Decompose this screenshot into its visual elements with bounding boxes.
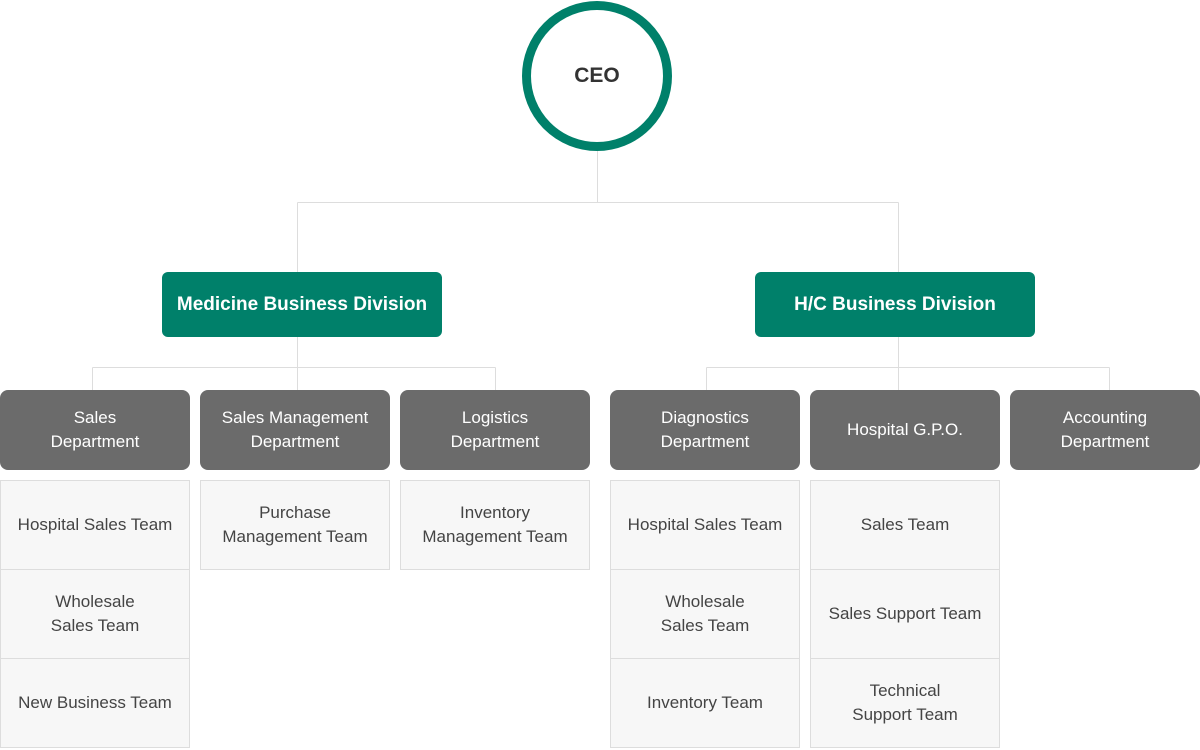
division-medicine: Medicine Business Division: [162, 272, 442, 337]
team-label: Technical Support Team: [852, 681, 958, 724]
dept-hospital-gpo: Hospital G.P.O.: [810, 390, 1000, 470]
team-label: Hospital Sales Team: [17, 515, 173, 534]
team-box: Wholesale Sales Team: [610, 569, 800, 659]
team-label: Inventory Management Team: [422, 503, 568, 546]
team-box: Wholesale Sales Team: [0, 569, 190, 659]
dept-accounting: Accounting Department: [1010, 390, 1200, 470]
division-hc-label: H/C Business Division: [794, 293, 996, 315]
team-box: Inventory Team: [610, 658, 800, 748]
team-box: Sales Support Team: [810, 569, 1000, 659]
dept-accounting-label: Accounting Department: [1060, 408, 1150, 451]
dept-logistics-label: Logistics Department: [450, 408, 540, 451]
team-box: Technical Support Team: [810, 658, 1000, 748]
team-box: Hospital Sales Team: [610, 480, 800, 570]
ceo-node: CEO: [522, 1, 672, 151]
dept-diagnostics: Diagnostics Department: [610, 390, 800, 470]
team-label: Hospital Sales Team: [627, 515, 783, 534]
team-label: Wholesale Sales Team: [660, 592, 750, 635]
team-box: New Business Team: [0, 658, 190, 748]
dept-sales-label: Sales Department: [50, 408, 140, 451]
team-label: New Business Team: [18, 693, 172, 712]
dept-logistics: Logistics Department: [400, 390, 590, 470]
dept-sales-management: Sales Management Department: [200, 390, 390, 470]
team-box: Purchase Management Team: [200, 480, 390, 570]
team-label: Purchase Management Team: [222, 503, 368, 546]
team-box: Hospital Sales Team: [0, 480, 190, 570]
team-box: Sales Team: [810, 480, 1000, 570]
team-label: Sales Support Team: [828, 604, 982, 623]
dept-diagnostics-label: Diagnostics Department: [660, 408, 750, 451]
team-label: Wholesale Sales Team: [50, 592, 140, 635]
division-medicine-label: Medicine Business Division: [176, 293, 428, 315]
dept-sales: Sales Department: [0, 390, 190, 470]
team-label: Inventory Team: [647, 693, 763, 712]
division-hc: H/C Business Division: [755, 272, 1035, 337]
dept-hospital-gpo-label: Hospital G.P.O.: [847, 420, 963, 439]
team-box: Inventory Management Team: [400, 480, 590, 570]
dept-sales-management-label: Sales Management Department: [221, 408, 369, 451]
team-label: Sales Team: [860, 515, 950, 534]
ceo-label: CEO: [574, 64, 620, 87]
